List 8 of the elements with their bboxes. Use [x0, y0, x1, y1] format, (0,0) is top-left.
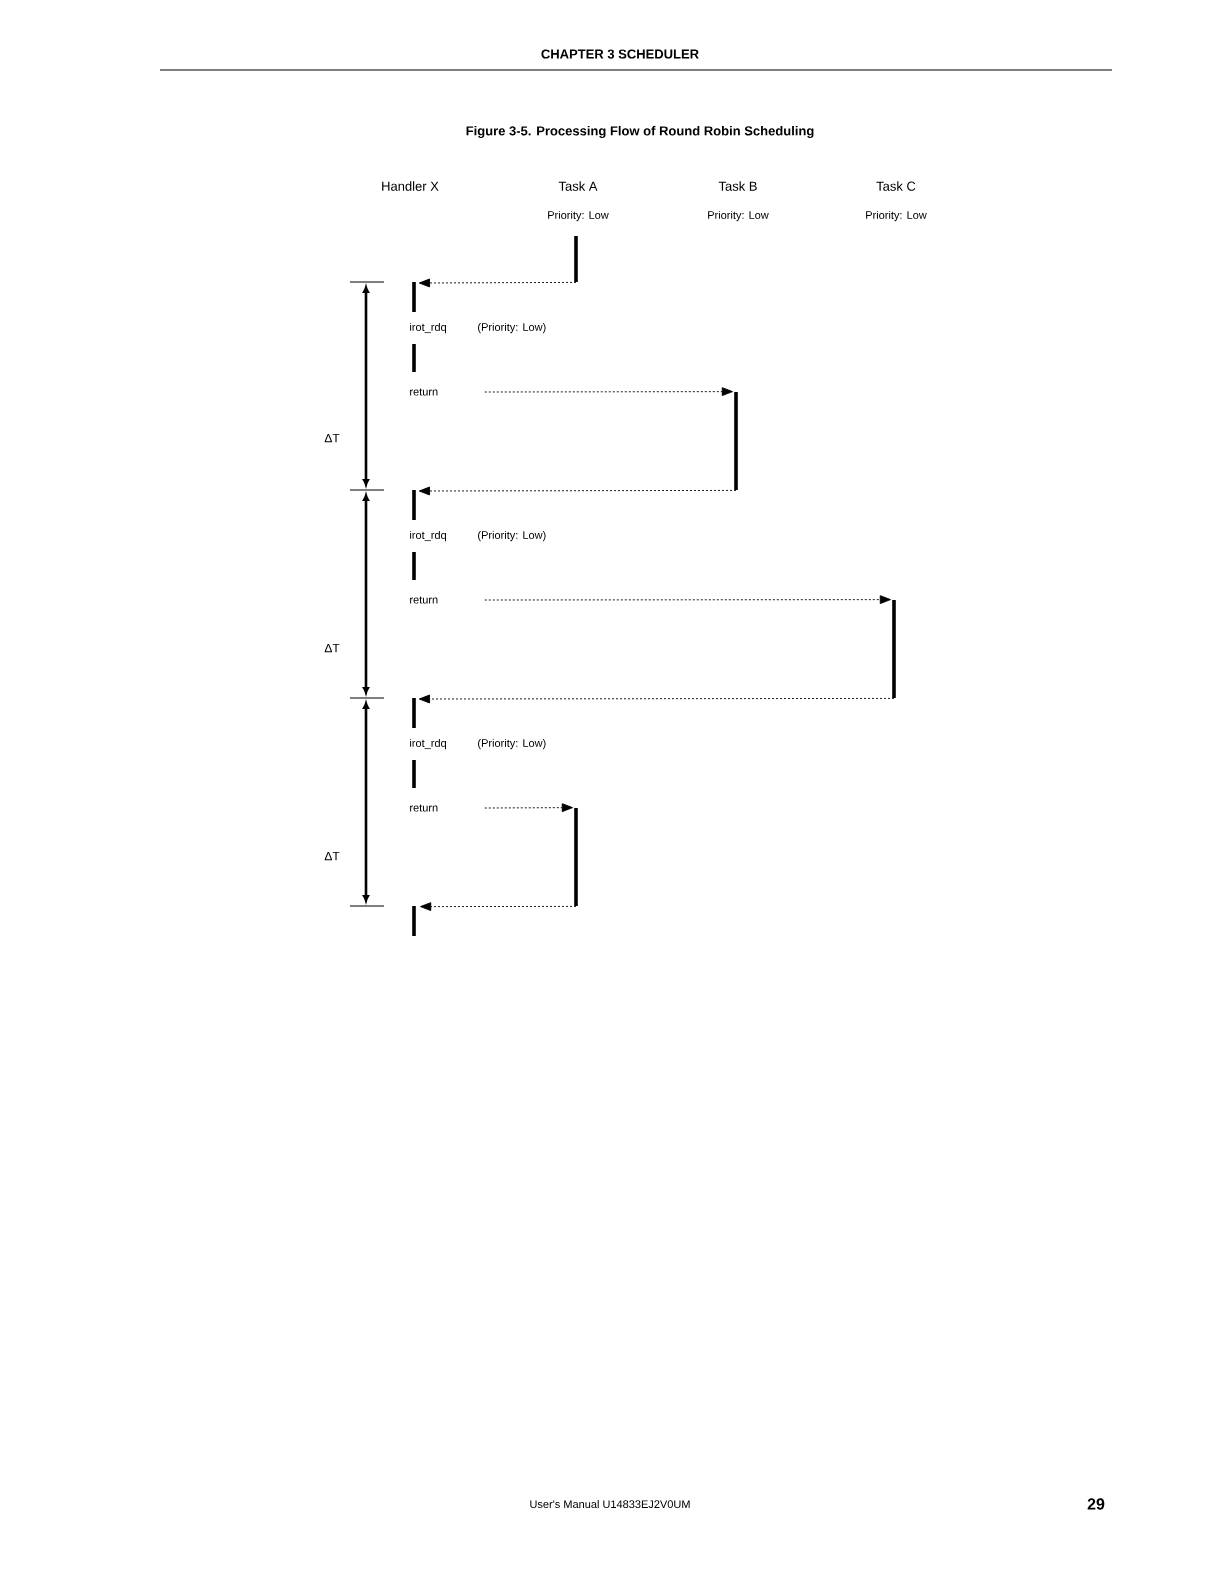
- arrow: [484, 803, 573, 813]
- arrow: [484, 595, 891, 605]
- arrow: [484, 387, 733, 397]
- page-number: 29: [1087, 1498, 1105, 1510]
- arrow: [418, 278, 577, 288]
- arrow: [418, 694, 895, 704]
- arrow: [418, 486, 737, 496]
- arrow: [420, 902, 577, 911]
